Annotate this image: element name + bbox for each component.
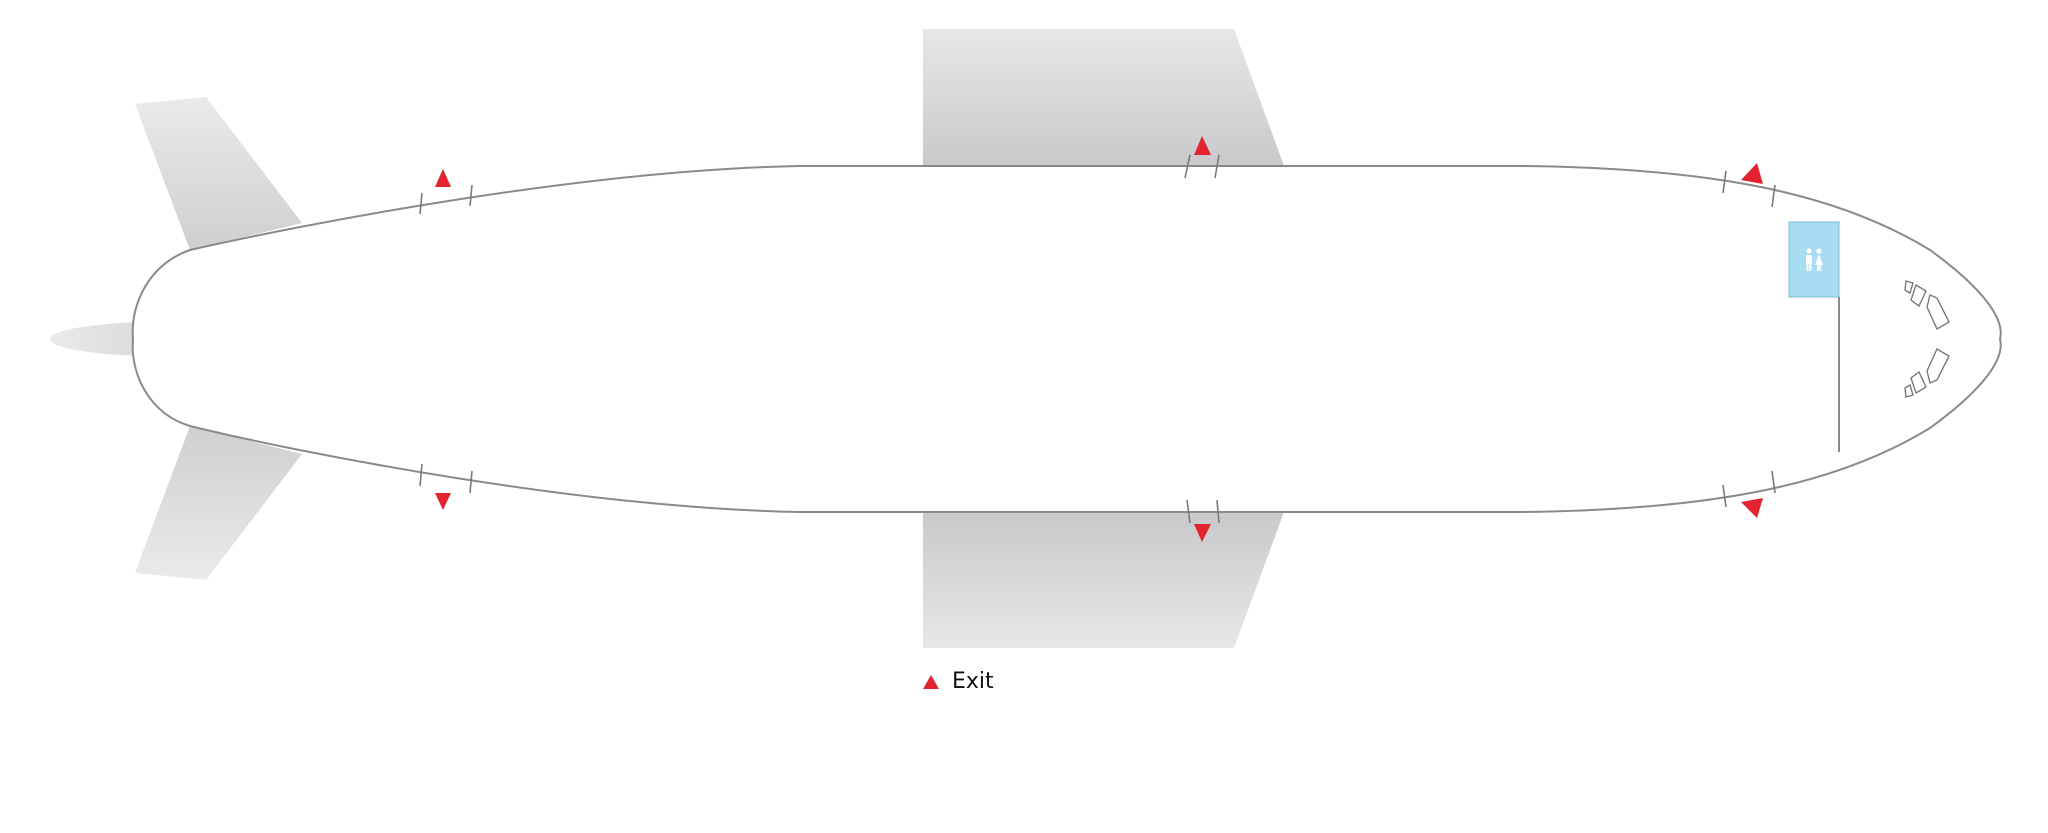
restroom	[1788, 221, 1840, 452]
cockpit-seat	[1926, 348, 1950, 384]
cockpit-seat	[1904, 383, 1914, 398]
exit-triangle-icon	[1741, 163, 1763, 184]
exit-markers	[435, 136, 1763, 542]
left-stabilizer	[135, 97, 302, 250]
exit-triangle-icon	[1741, 498, 1763, 518]
exit-triangle-icon	[435, 493, 451, 510]
legend-exit-label: Exit	[952, 669, 994, 694]
exit-triangle-icon	[923, 674, 939, 689]
fuselage-outline	[131, 165, 2002, 513]
cockpit-seat	[1926, 294, 1950, 330]
cockpit-seat	[1904, 280, 1914, 295]
left-wing	[923, 29, 1284, 166]
door-marks	[419, 154, 1776, 524]
exit-triangle-icon	[435, 169, 451, 187]
exit-triangle-icon	[1194, 524, 1211, 542]
cockpit-seat	[1910, 283, 1927, 308]
legend: Exit	[922, 669, 994, 694]
right-wing	[923, 512, 1284, 648]
cockpit-seat	[1910, 370, 1927, 395]
cockpit-seats	[1904, 280, 1950, 398]
exit-triangle-icon	[1194, 136, 1211, 155]
right-stabilizer	[135, 426, 302, 580]
restroom-icon	[1806, 248, 1823, 271]
